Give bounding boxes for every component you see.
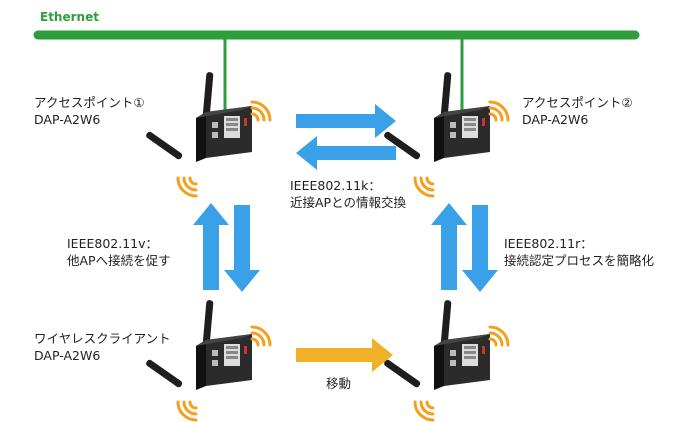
ethernet-label: Ethernet: [40, 10, 99, 24]
client-moved-router-icon: [382, 299, 490, 390]
arrow-up-icon: [193, 203, 229, 290]
ap2-model: DAP-A2W6: [522, 112, 589, 127]
client-name: ワイヤレスクライアント: [34, 331, 171, 346]
wifi-signal-icon: [176, 400, 198, 422]
wifi-signal-icon: [250, 100, 272, 122]
wifi-signal-icon: [413, 176, 435, 198]
ieee80211v-label: IEEE802.11v：: [67, 236, 159, 251]
wifi-signal-icon: [488, 100, 510, 122]
arrow-down-icon: [224, 205, 260, 292]
move-label: 移動: [326, 376, 352, 391]
ap1-router-icon: [144, 71, 252, 162]
wifi-signal-icon: [488, 325, 510, 347]
ieee80211v-desc: 他APへ接続を促す: [67, 253, 171, 268]
move-arrow-icon: [296, 338, 393, 372]
wifi-signal-icon: [250, 325, 272, 347]
ieee80211k-label: IEEE802.11k：: [290, 178, 381, 193]
wifi-signal-icon: [176, 176, 198, 198]
ap1-name: アクセスポイント①: [34, 95, 145, 110]
ap1-model: DAP-A2W6: [34, 112, 101, 127]
arrow-right-icon: [296, 104, 396, 138]
arrow-left-icon: [296, 136, 396, 170]
arrow-up-icon: [431, 203, 467, 290]
ieee80211k-desc: 近接APとの情報交換: [290, 195, 406, 210]
ap2-router-icon: [382, 71, 490, 162]
arrow-down-icon: [462, 205, 498, 292]
ieee80211r-desc: 接続認定プロセスを簡略化: [504, 253, 655, 268]
ap2-name: アクセスポイント②: [522, 95, 633, 110]
ieee80211r-label: IEEE802.11r：: [504, 236, 593, 251]
client-model: DAP-A2W6: [34, 348, 101, 363]
wifi-signal-icon: [413, 400, 435, 422]
